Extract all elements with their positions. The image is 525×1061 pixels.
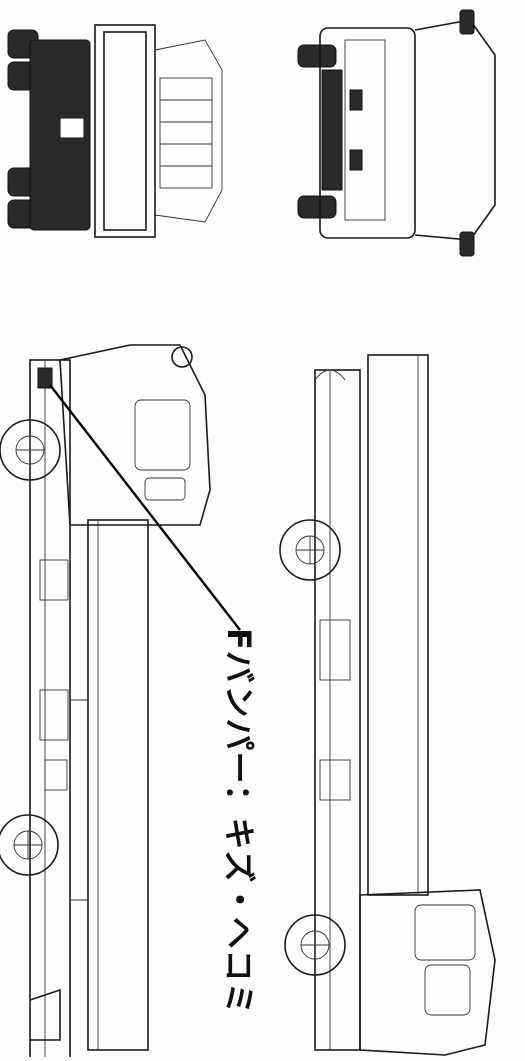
damage-callout-label: Fバンパー：キズ・ヘコミ [220, 628, 258, 1016]
callout-leader-line [49, 384, 241, 631]
wheel-front [0, 419, 61, 481]
truck-rear-view [7, 24, 223, 238]
wheel-rear [0, 814, 59, 876]
truck-front-view [297, 9, 496, 257]
wheel-rear-2 [279, 519, 341, 581]
wheel-front-2 [284, 914, 346, 976]
truck-side-view-right [279, 354, 496, 1056]
truck-side-view-left [0, 344, 211, 1061]
